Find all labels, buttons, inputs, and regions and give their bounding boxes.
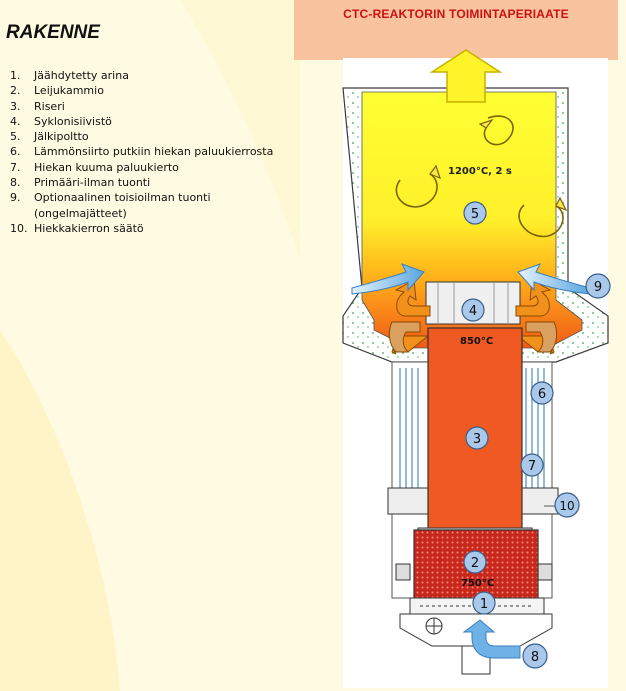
component-legend: 1. Jäähdytetty arina 2. Leijukammio 3. Rise… [10, 68, 294, 236]
secondary-air-left [351, 263, 425, 295]
sand-valve-left [387, 487, 429, 515]
legend-text: Hiekkakierron säätö [34, 221, 144, 235]
flow-arrows [391, 279, 555, 355]
svg-text:1: 1 [480, 597, 488, 612]
sand-valve-right [517, 487, 559, 515]
marker-7: 7 [520, 453, 544, 477]
marker-4: 4 [461, 298, 485, 322]
svg-text:9: 9 [594, 280, 602, 295]
legend-item: 10. Hiekkakierron säätö [10, 221, 294, 236]
svg-text:7: 7 [528, 459, 536, 474]
title-banner: CTC-REAKTORIN TOIMINTAPERIAATE [294, 0, 618, 60]
legend-text: Primääri-ilman tuonti [34, 176, 151, 190]
legend-text: Leijukammio [34, 84, 104, 98]
primary-air-arrow [462, 619, 521, 659]
temp-riser: 850°C [460, 336, 493, 347]
legend-text: Jäähdytetty arina [34, 69, 129, 82]
marker-2: 2 [463, 550, 487, 574]
legend-item: 5. Jälkipoltto [10, 129, 294, 144]
marker-10: 10 [554, 492, 580, 518]
swirl-arrows [395, 115, 564, 238]
legend-text: Syklonisiivistö [34, 114, 112, 128]
legend-text: Hiekan kuuma paluukierto [34, 160, 179, 174]
legend-text: Riseri [34, 99, 65, 113]
svg-text:5: 5 [471, 207, 479, 222]
svg-text:3: 3 [473, 432, 481, 447]
legend-number: 9. [10, 191, 21, 205]
secondary-air-right [517, 263, 591, 295]
legend-number: 6. [10, 145, 21, 159]
legend-text: Jälkipoltto [34, 130, 89, 144]
legend-number: 4. [10, 114, 21, 128]
legend-item: 6. Lämmönsiirto putkiin hiekan paluukierr… [10, 144, 294, 159]
legend-number: 5. [10, 130, 21, 144]
legend-item: 3. Riseri [10, 99, 294, 114]
marker-5: 5 [463, 201, 487, 225]
legend-number: 10. [10, 221, 28, 235]
marker-3: 3 [465, 426, 489, 450]
svg-text:8: 8 [531, 650, 539, 665]
legend-item: 2. Leijukammio [10, 83, 294, 98]
legend-text: Optionaalinen toisioilman tuonti (ongelm… [34, 191, 211, 220]
temp-afterburner: 1200°C, 2 s [448, 166, 512, 177]
svg-text:6: 6 [538, 387, 546, 402]
legend-item: 9. Optionaalinen toisioilman tuonti (onge… [10, 190, 294, 221]
banner-title: CTC-REAKTORIN TOIMINTAPERIAATE [343, 7, 569, 21]
svg-text:2: 2 [471, 556, 479, 571]
legend-item: 8. Primääri-ilman tuonti [10, 175, 294, 190]
legend-item: 1. Jäähdytetty arina [10, 68, 294, 83]
svg-text:10: 10 [559, 499, 574, 513]
marker-1: 1 [472, 591, 496, 615]
legend-number: 8. [10, 176, 21, 190]
section-heading: RAKENNE [6, 22, 100, 43]
legend-item: 4. Syklonisiivistö [10, 114, 294, 129]
marker-9: 9 [585, 273, 611, 299]
exhaust-arrow [429, 49, 503, 103]
legend-item: 7. Hiekan kuuma paluukierto [10, 160, 294, 175]
legend-text: Lämmönsiirto putkiin hiekan paluukierros… [34, 145, 274, 159]
marker-8: 8 [522, 643, 548, 669]
legend-number: 2. [10, 84, 21, 98]
legend-number: 1. [10, 69, 21, 82]
svg-text:4: 4 [469, 304, 477, 319]
legend-number: 7. [10, 160, 21, 174]
temp-bed: 750°C [461, 578, 494, 589]
marker-6: 6 [530, 381, 554, 405]
legend-number: 3. [10, 99, 21, 113]
